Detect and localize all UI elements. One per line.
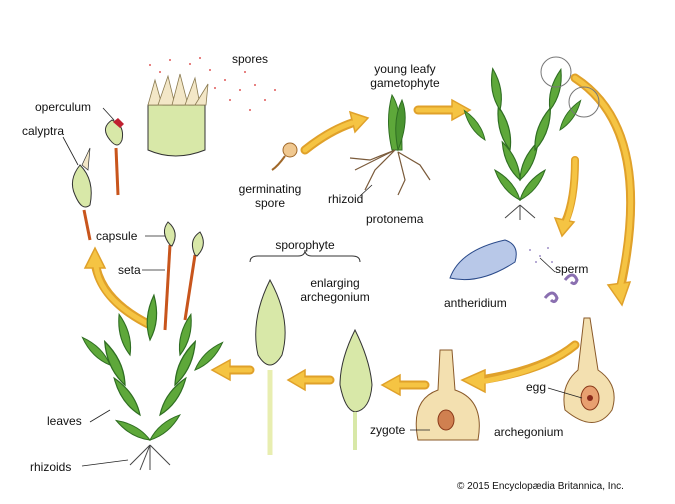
label-seta: seta (118, 263, 141, 277)
label-young-leafy-1: young leafy (374, 62, 436, 76)
label-operculum: operculum (35, 100, 92, 114)
enlarging-archegonium (339, 328, 373, 450)
label-capsule: capsule (96, 229, 138, 243)
label-germinating-2: spore (254, 196, 286, 210)
label-zygote: zygote (370, 423, 406, 437)
arrow-big-curve (570, 73, 636, 295)
archegonium-with-egg (563, 317, 615, 423)
label-germinating-1: germinating (238, 182, 302, 196)
label-sporophyte: sporophyte (275, 238, 335, 252)
label-rhizoid: rhizoid (328, 192, 364, 206)
label-enlarging-2: archegonium (300, 290, 370, 304)
label-sperm: sperm (555, 262, 589, 276)
antheridium (449, 239, 579, 304)
spore-release-capsule (147, 57, 276, 157)
copyright-notice: © 2015 Encyclopædia Britannica, Inc. (457, 481, 624, 492)
label-antheridium: antheridium (444, 296, 507, 310)
label-leaves: leaves (47, 414, 82, 428)
label-enlarging-1: enlarging (310, 276, 360, 290)
label-calyptra: calyptra (22, 124, 65, 138)
arrow-to-archegonium (475, 340, 580, 385)
label-young-leafy-2: gametophyte (370, 76, 440, 90)
label-egg: egg (526, 380, 547, 394)
leader-lines (62, 107, 583, 467)
label-rhizoids: rhizoids (30, 460, 72, 474)
mature-gametophyte (460, 56, 600, 220)
capsule-with-operculum (71, 118, 124, 241)
label-archegonium: archegonium (494, 425, 564, 439)
young-gametophyte (349, 93, 431, 196)
label-protonema: protonema (366, 212, 424, 226)
mature-plant-with-capsules (79, 221, 226, 471)
sporophyte (249, 249, 361, 455)
label-spores: spores (232, 52, 269, 66)
germinating-spore (271, 142, 298, 171)
archegonium-with-zygote (415, 349, 480, 441)
